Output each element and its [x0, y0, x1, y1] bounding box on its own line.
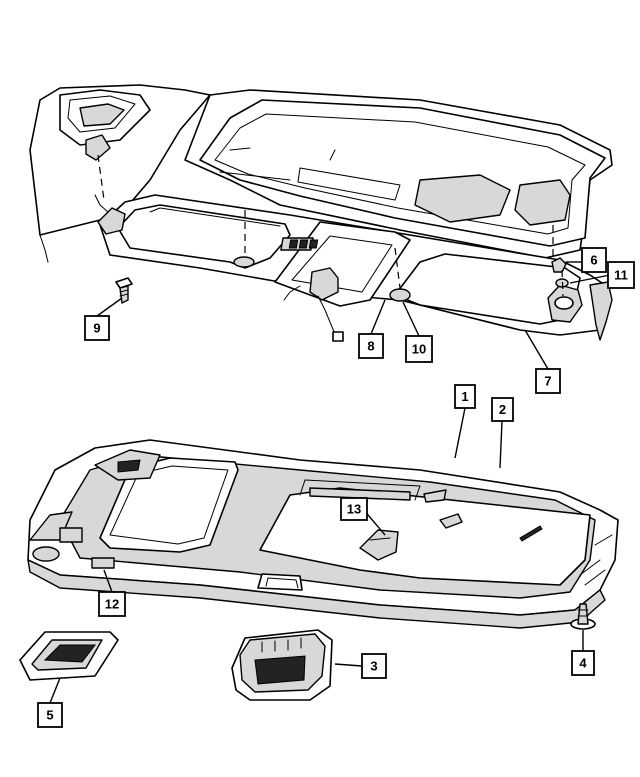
callout-8: 8: [358, 333, 384, 359]
upper-roof-assembly: [29, 84, 613, 342]
callout-13: 13: [340, 497, 368, 521]
callout-5-label: 5: [46, 708, 53, 723]
screw-part-9: [115, 277, 133, 304]
callout-11-label: 11: [614, 268, 628, 283]
callout-13-label: 13: [347, 502, 361, 517]
leader-lines: [49, 261, 611, 704]
overhead-console-part-3: [231, 629, 333, 701]
callout-4-label: 4: [579, 656, 587, 671]
push-pin-part-4: [570, 603, 596, 630]
callout-12-label: 12: [105, 597, 119, 612]
callout-12: 12: [98, 591, 126, 617]
callout-10: 10: [405, 335, 433, 363]
callout-6: 6: [581, 247, 607, 273]
callout-1: 1: [454, 384, 476, 409]
callout-2-label: 2: [499, 402, 506, 417]
callout-1-label: 1: [461, 389, 468, 404]
callout-9: 9: [84, 315, 110, 341]
bezel-part-5: [19, 631, 119, 681]
callout-7: 7: [535, 368, 561, 394]
callout-6-label: 6: [590, 253, 597, 268]
callout-11: 11: [607, 261, 635, 289]
callout-3-label: 3: [370, 659, 377, 674]
callout-8-label: 8: [367, 339, 374, 354]
callout-4: 4: [571, 650, 595, 676]
callout-9-label: 9: [93, 321, 100, 336]
callout-2: 2: [491, 397, 514, 422]
callout-5: 5: [37, 702, 63, 728]
callout-3: 3: [361, 653, 387, 679]
callout-7-label: 7: [544, 374, 551, 389]
callout-10-label: 10: [412, 342, 426, 357]
